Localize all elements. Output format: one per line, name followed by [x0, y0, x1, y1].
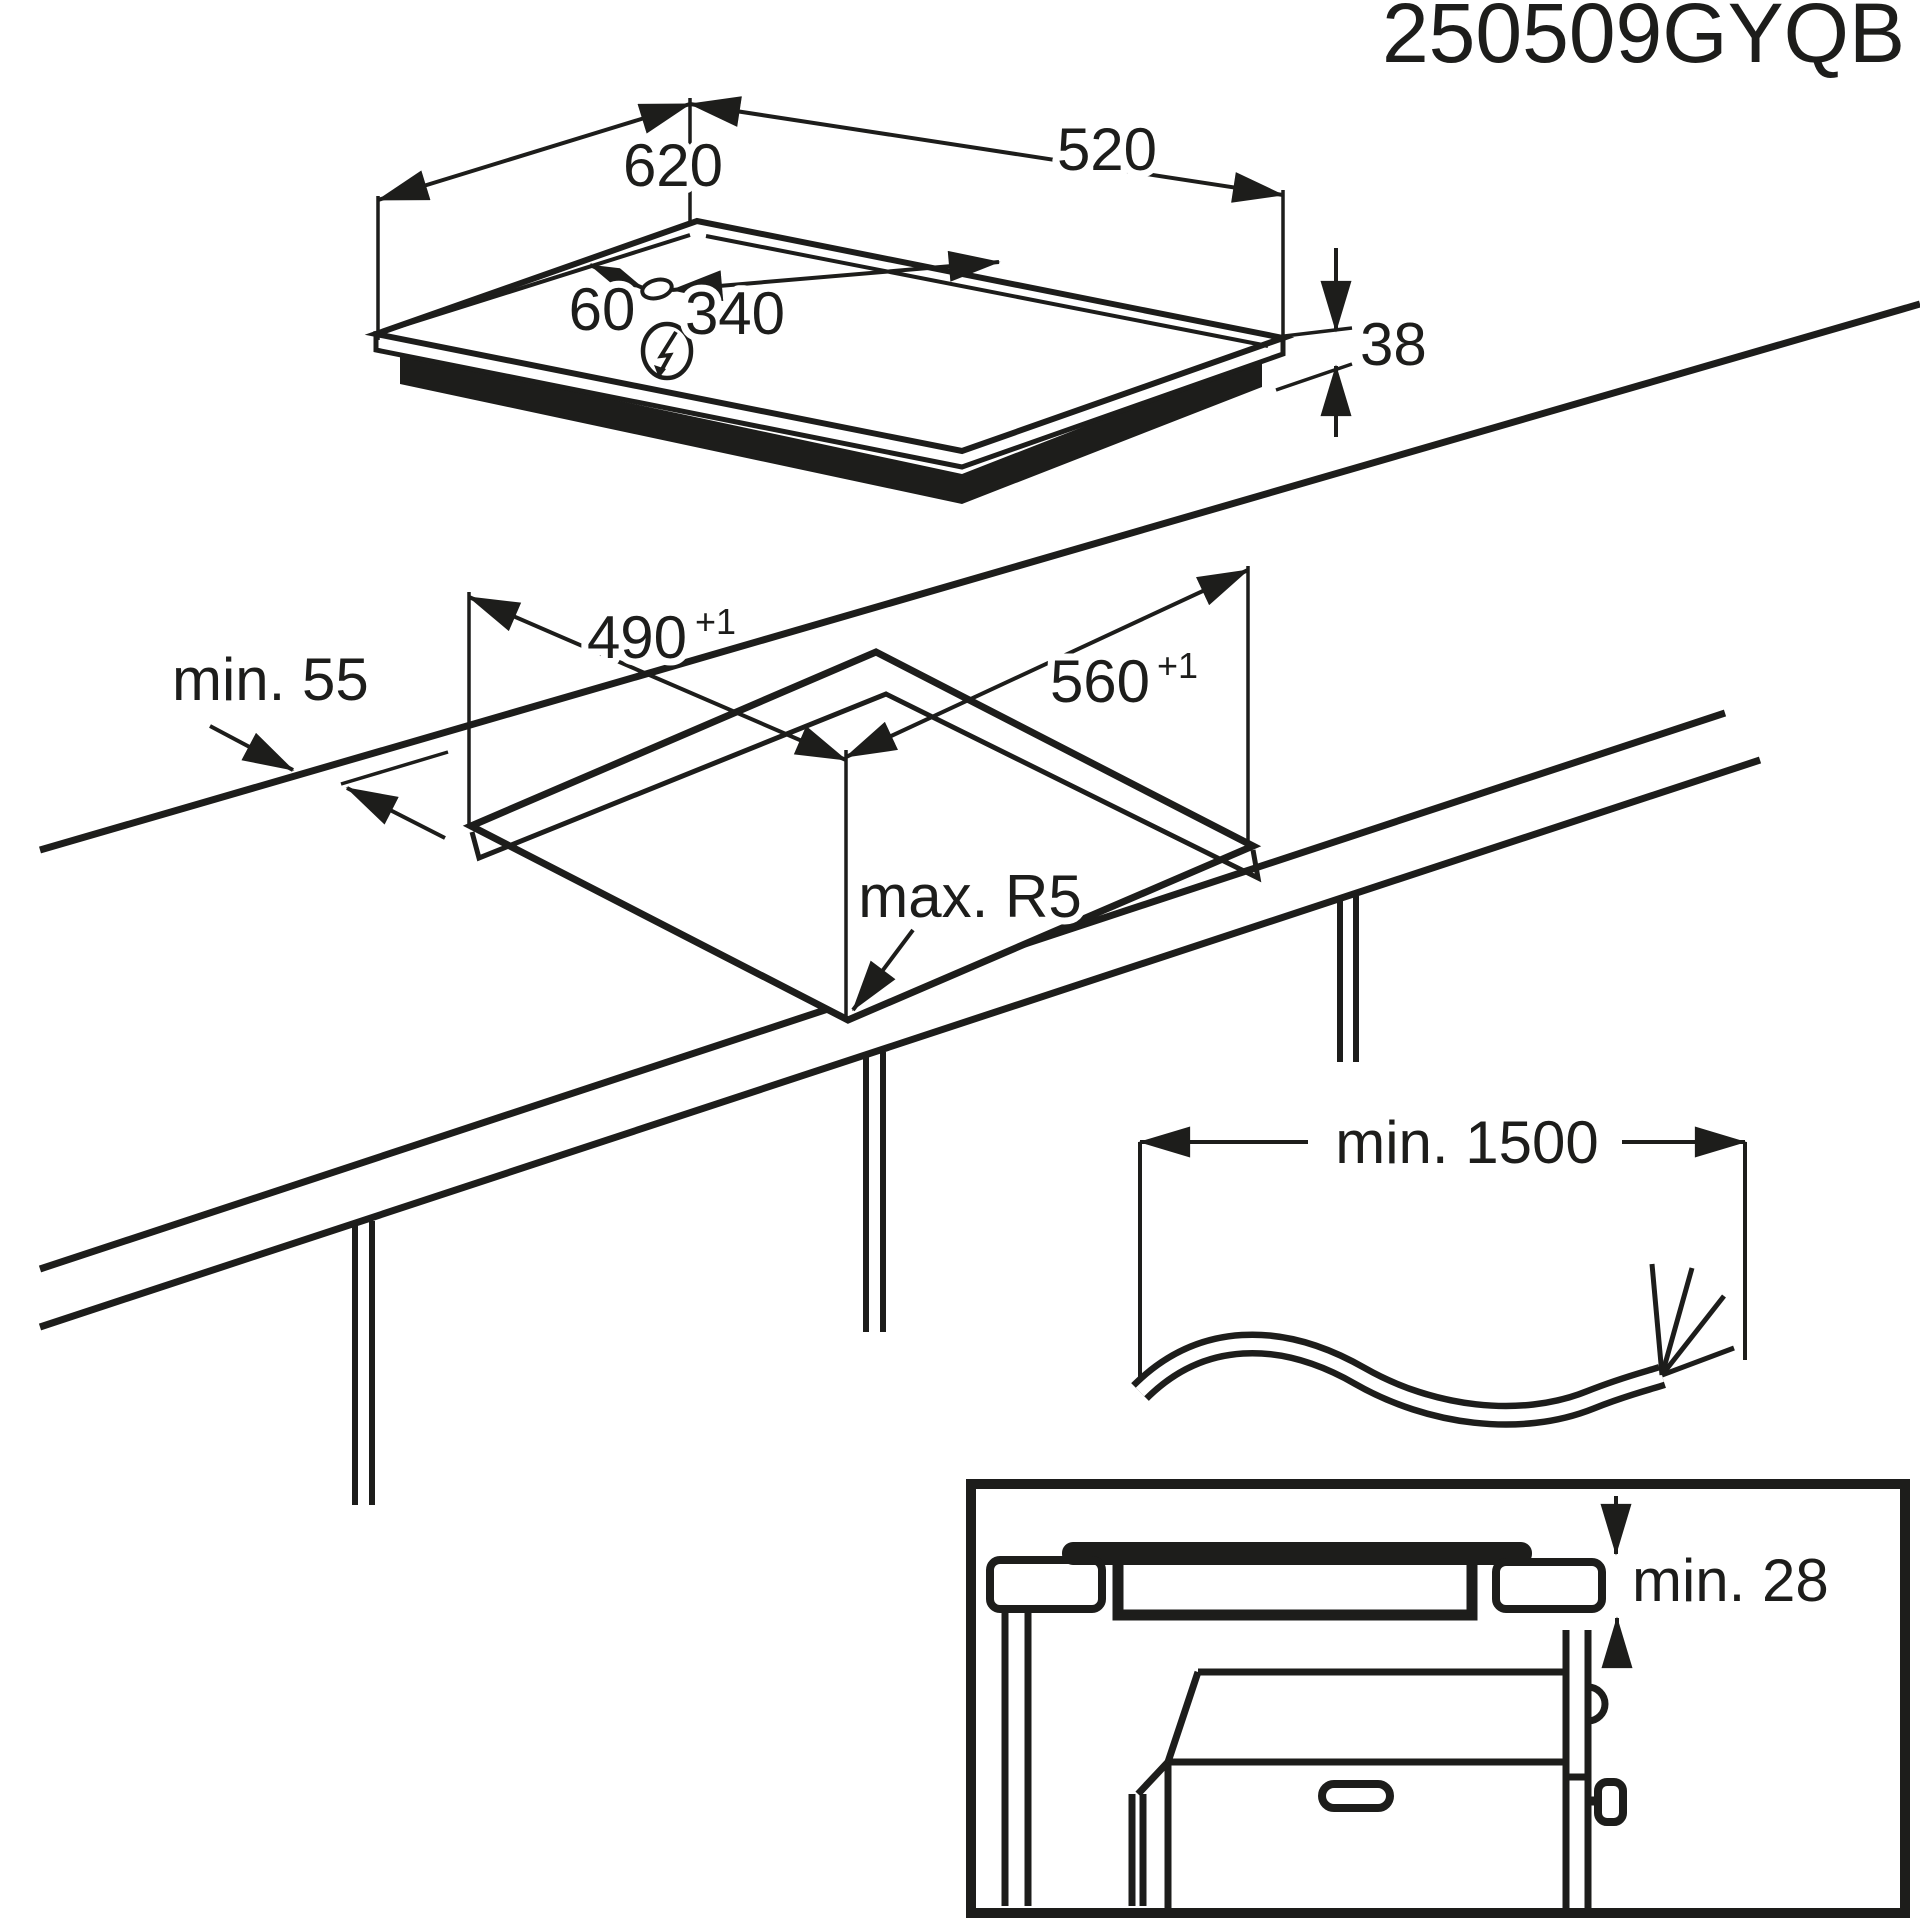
cable-offset-right-label: 340 [685, 280, 785, 347]
hob-thickness-label: 38 [1360, 311, 1427, 378]
dim-min28-arrows [1600, 1496, 1633, 1669]
dim-620-line [376, 102, 692, 202]
corner-radius-label: max. R5 [858, 863, 1081, 930]
hob-depth-label: 520 [1057, 116, 1157, 183]
cable-length-label: min. 1500 [1335, 1109, 1599, 1176]
model-code: 250509GYQB [1382, 0, 1905, 80]
cutout-depth-label: 490 [587, 604, 687, 671]
cable-offset-left-label: 60 [569, 276, 636, 343]
cutout-depth-tolerance: +1 [695, 601, 736, 642]
dim-340-line [670, 250, 1001, 302]
inset-oven [1001, 1609, 1627, 1908]
oven-door-knob [1594, 1778, 1627, 1826]
drawer-handle [1318, 1780, 1394, 1812]
hob-body [400, 354, 1262, 504]
r5-pointer-arrow [851, 928, 915, 1012]
inset-worktop-right [1492, 1558, 1606, 1613]
table-legs [352, 896, 1359, 1505]
oven-clearance-inset [966, 1479, 1910, 1918]
inset-hob-tub [1112, 1564, 1478, 1621]
dim-520-line [688, 96, 1285, 203]
cutout-width-tolerance: +1 [1157, 645, 1198, 686]
worktop-front-bottom-edge [38, 756, 1762, 1331]
dim-min55-arrow-1 [209, 724, 295, 772]
hob-dimensions [376, 96, 1353, 437]
dim-490-line [467, 595, 848, 762]
inset-border [966, 1479, 1910, 1918]
dim-560-line [844, 568, 1250, 759]
glass-bevel-left [394, 233, 691, 330]
rear-distance-label: min. 55 [172, 646, 369, 713]
lightning-bolt-icon [640, 321, 694, 381]
inset-hob-glass [1062, 1542, 1532, 1565]
cutout-width-label: 560 [1050, 648, 1150, 715]
oven-gap-label: min. 28 [1632, 1547, 1829, 1614]
power-cable-figure [1131, 1126, 1747, 1428]
inset-worktop-left [986, 1556, 1106, 1613]
cable-wire-strands [1649, 1263, 1735, 1378]
hob-width-label: 620 [623, 132, 723, 199]
dim-60-line [589, 263, 644, 290]
cable-core [1135, 1337, 1664, 1422]
cutout-dimensions [209, 566, 1250, 1022]
dim-min55-arrow-2 [345, 786, 446, 840]
oven-hinge-bump [1587, 1683, 1609, 1725]
